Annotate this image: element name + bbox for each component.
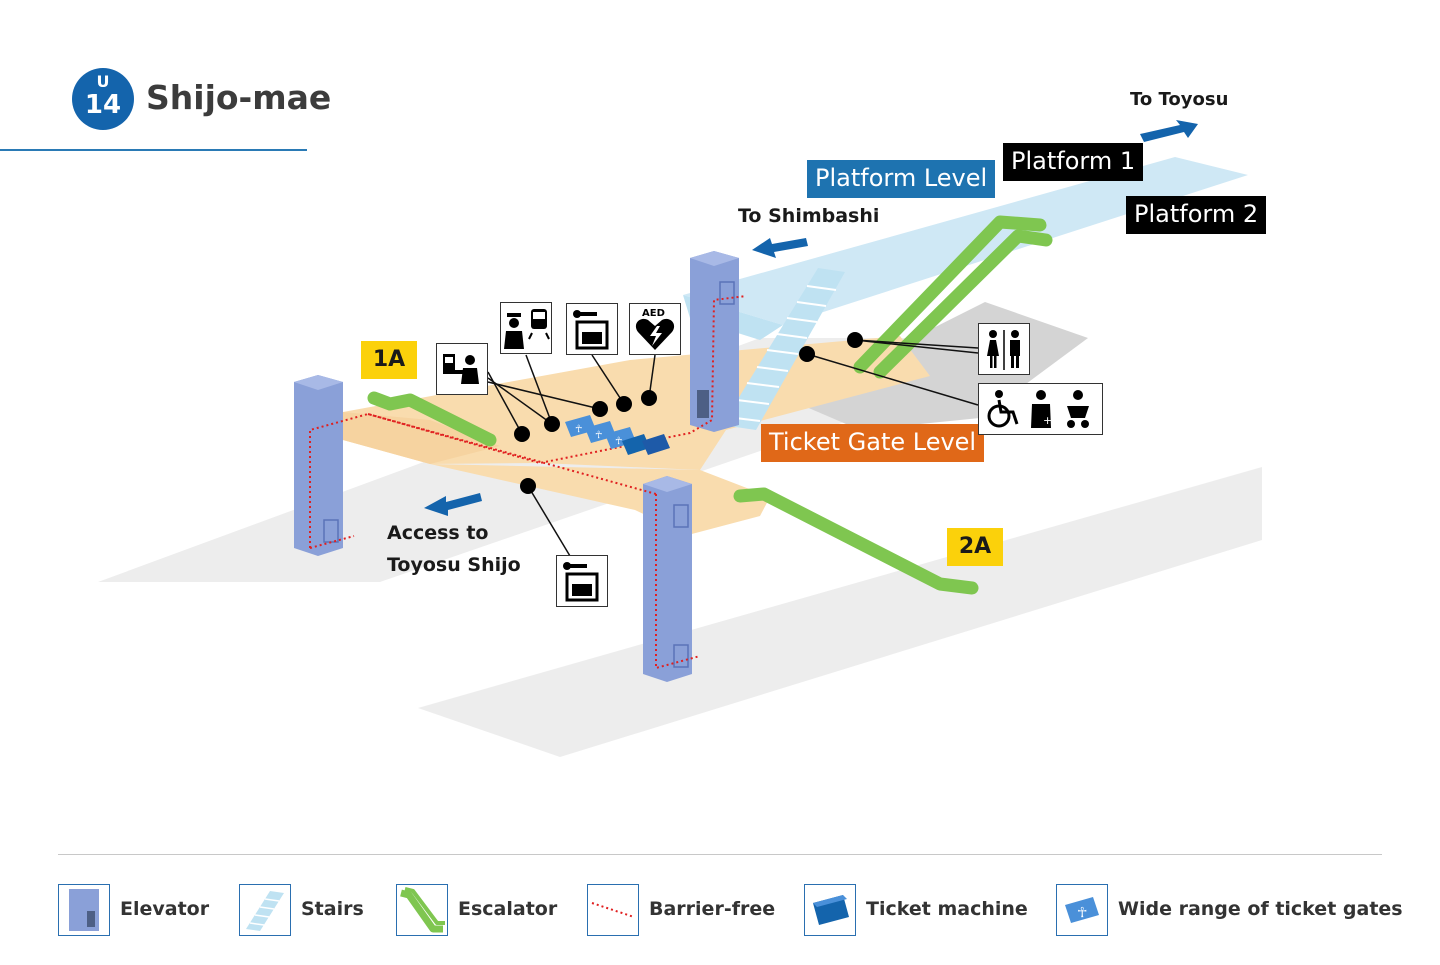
- escalator-exit-1a: [367, 391, 497, 447]
- street-plane-lower: [418, 467, 1262, 757]
- svg-text:☥: ☥: [595, 430, 602, 441]
- ticket-machines: [622, 434, 670, 455]
- legend-ticket-machine-label: Ticket machine: [866, 898, 1028, 920]
- access-toyosu-shijo-arrow: [424, 493, 482, 516]
- restroom-icon: [978, 323, 1030, 375]
- access-label-line1: Access to: [387, 522, 489, 544]
- platform-level-tag: Platform Level: [807, 160, 996, 198]
- escalator-exit-2a: [733, 487, 979, 595]
- line-station-badge: U 14: [72, 68, 134, 130]
- platform-1-tag: Platform 1: [1003, 143, 1144, 181]
- ticket-machine-icon: [804, 884, 856, 936]
- legend-wide-gates-label: Wide range of ticket gates: [1118, 898, 1403, 920]
- station-number: 14: [84, 90, 122, 120]
- legend-escalator-label: Escalator: [458, 898, 558, 920]
- svg-text:☥: ☥: [615, 436, 622, 447]
- escalator-to-platform: [853, 215, 1053, 379]
- aed-text: AED: [642, 308, 665, 319]
- line-letter: U: [96, 72, 110, 91]
- svg-text:☥: ☥: [1077, 905, 1087, 921]
- station-name: Shijo-mae: [146, 78, 332, 117]
- coin-locker-icon: [566, 303, 618, 355]
- stairs-to-platform: [722, 268, 845, 430]
- elevator-icon: [58, 884, 110, 936]
- legend-divider: [58, 854, 1382, 855]
- ticket-gate-level-tag: Ticket Gate Level: [761, 424, 985, 462]
- access-label-line2: Toyosu Shijo: [387, 554, 521, 576]
- coin-locker-icon: [556, 555, 608, 607]
- elevator-east: [643, 476, 692, 682]
- exit-1a-label: 1A: [361, 341, 417, 379]
- ticket-office-icon: [436, 343, 488, 395]
- accessible-facilities-icon: +: [978, 383, 1103, 435]
- ticket-gate-floor-west-passage: [343, 412, 500, 464]
- to-shimbashi-arrow: [752, 238, 808, 258]
- station-staff-icon: [500, 302, 552, 354]
- elevator-platform: [690, 251, 739, 432]
- legend-stairs-label: Stairs: [301, 898, 364, 920]
- svg-text:☥: ☥: [575, 424, 582, 435]
- barrier-free-icon: [587, 884, 639, 936]
- elevator-west: [294, 375, 343, 556]
- wide-ticket-gate-icon: ☥: [1056, 884, 1108, 936]
- exit-2a-label: 2A: [947, 528, 1003, 566]
- platform-2-tag: Platform 2: [1126, 196, 1267, 234]
- facility-pointer-lines: [487, 339, 979, 557]
- escalator-icon: [396, 884, 448, 936]
- to-toyosu-arrow: [1140, 120, 1198, 142]
- aed-icon: AED: [629, 303, 681, 355]
- stairs-icon: [239, 884, 291, 936]
- facility-location-dots: [514, 332, 863, 494]
- to-shimbashi-label: To Shimbashi: [738, 205, 880, 227]
- svg-text:+: +: [1043, 414, 1052, 427]
- legend-barrier-free-label: Barrier-free: [649, 898, 776, 920]
- header-divider: [0, 149, 307, 151]
- to-toyosu-label: To Toyosu: [1130, 89, 1229, 110]
- legend-elevator-label: Elevator: [120, 898, 210, 920]
